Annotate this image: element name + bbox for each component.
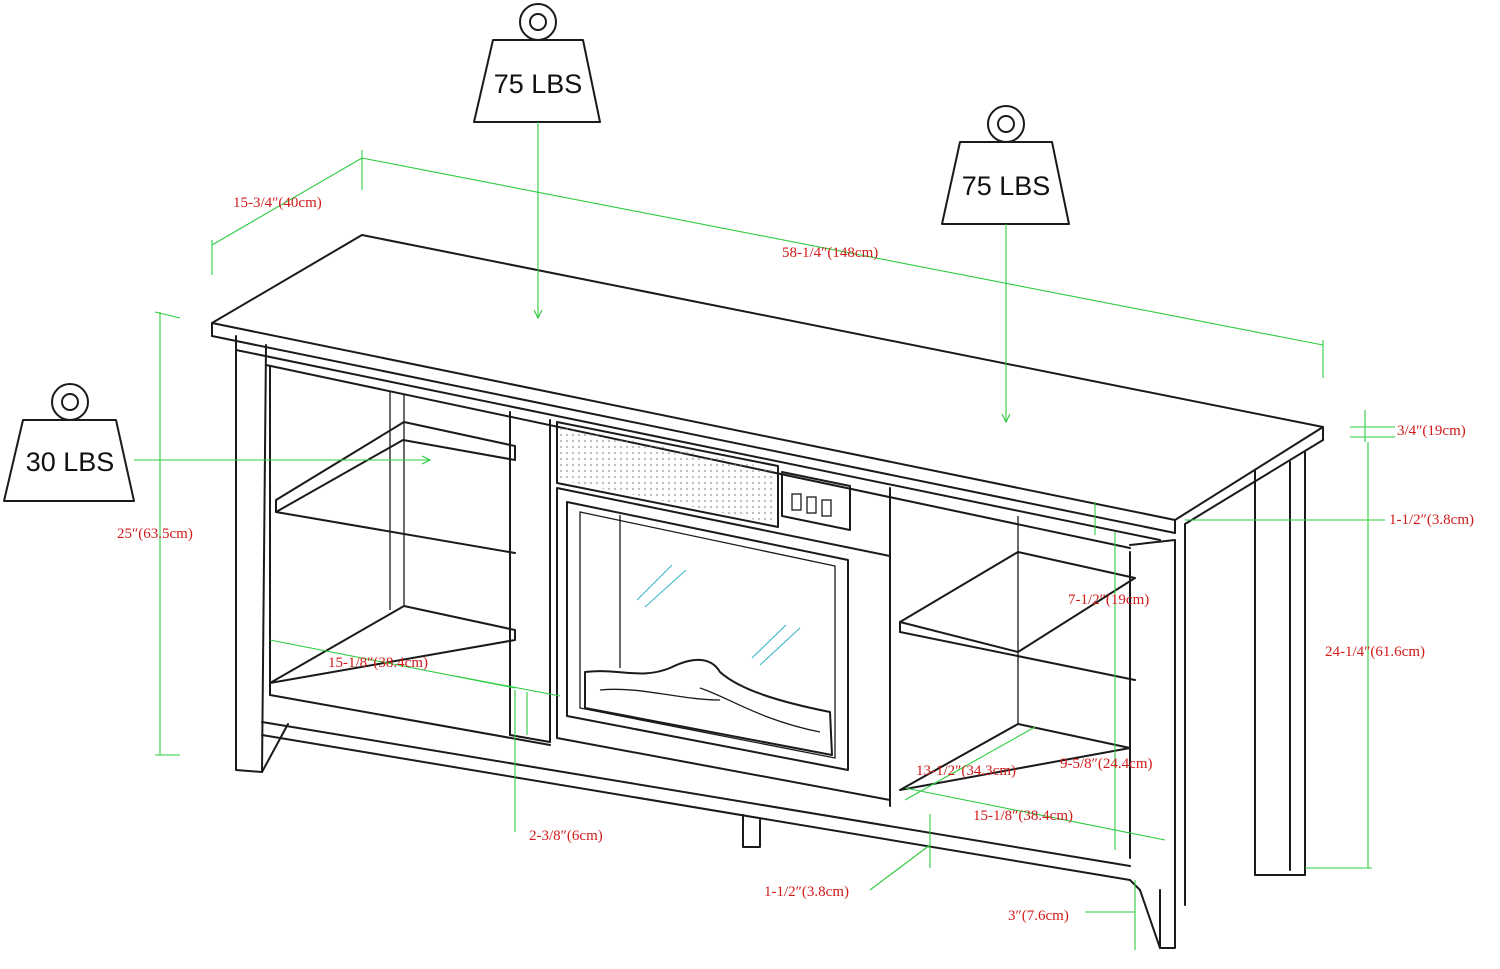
dim-inner-height: 24-1/4″(61.6cm) — [1325, 644, 1425, 660]
dim-right-shelf-width: 15-1/8″(38.4cm) — [973, 808, 1073, 824]
dim-clearance: 3″(7.6cm) — [1008, 908, 1069, 924]
dim-side-shelf-height: 7-1/2″(19cm) — [1068, 592, 1149, 608]
weight-label-top-left: 75 LBS — [494, 69, 583, 99]
dim-bottom-rail: 1-1/2″(3.8cm) — [764, 884, 849, 900]
weight-arrows — [134, 122, 1011, 465]
weight-label-top-right: 75 LBS — [962, 171, 1051, 201]
dimension-lines — [154, 150, 1395, 950]
weight-label-shelf: 30 LBS — [26, 447, 115, 477]
dim-left-shelf-width: 15-1/8″(38.4cm) — [328, 655, 428, 671]
speaker-grille — [560, 426, 775, 524]
dim-apron: 1-1/2″(3.8cm) — [1389, 512, 1474, 528]
weight-shelf: 30 LBS — [3, 383, 135, 502]
dim-divider: 2-3/8″(6cm) — [529, 828, 603, 844]
dim-shelf-depth: 13-1/2″(34.3cm) — [916, 763, 1016, 779]
dim-lower-opening: 9-5/8″(24.4cm) — [1060, 756, 1152, 772]
dim-top-thickness: 3/4″(19cm) — [1397, 423, 1466, 439]
dimension-labels: 15-3/4″(40cm) 58-1/4″(148cm) 25″(63.5cm)… — [117, 195, 1474, 924]
weight-top-left: 75 LBS — [473, 3, 601, 123]
dim-depth: 15-3/4″(40cm) — [233, 195, 322, 211]
weight-top-right: 75 LBS — [941, 105, 1070, 225]
dim-height: 25″(63.5cm) — [117, 526, 193, 542]
dim-width: 58-1/4″(148cm) — [782, 245, 878, 261]
control-panel — [781, 471, 851, 531]
tv-stand-drawing — [211, 234, 1324, 949]
glass-reflection — [636, 564, 801, 666]
